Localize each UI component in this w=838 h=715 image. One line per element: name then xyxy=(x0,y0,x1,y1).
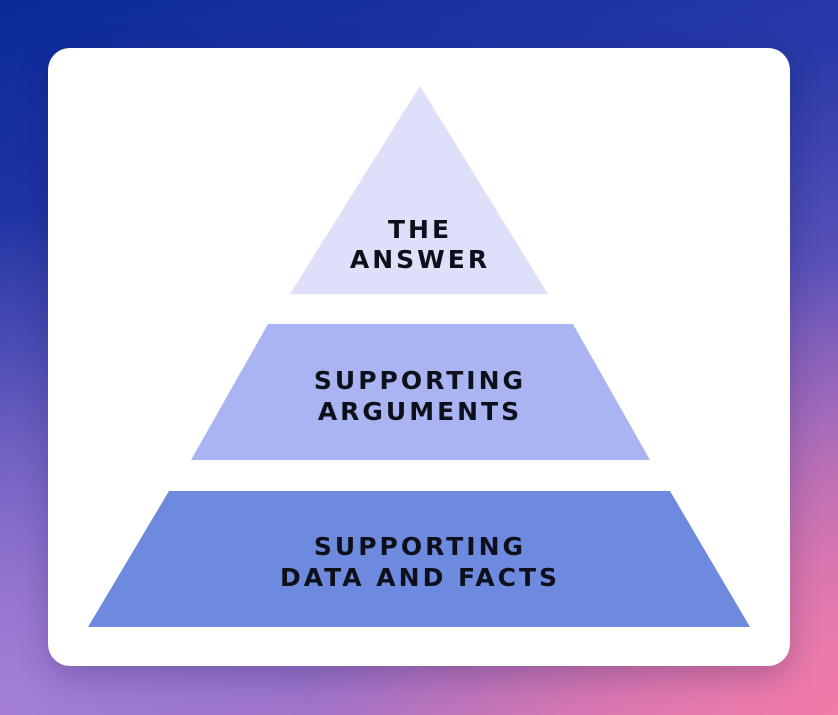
tier-middle-shape xyxy=(191,324,650,460)
tier-top-shape xyxy=(290,86,548,294)
tier-top-label-line2: ANSWER xyxy=(350,245,490,274)
tier-middle-label-line2: ARGUMENTS xyxy=(318,397,522,426)
tier-middle: SUPPORTING ARGUMENTS xyxy=(191,324,650,460)
tier-bottom: SUPPORTING DATA AND FACTS xyxy=(88,491,750,627)
tier-top: THE ANSWER xyxy=(290,86,548,294)
tier-middle-label-line1: SUPPORTING xyxy=(314,366,526,395)
tier-top-label-line1: THE xyxy=(388,215,452,244)
pyramid-diagram: THE ANSWER SUPPORTING ARGUMENTS SUPPORTI… xyxy=(88,86,750,627)
tier-bottom-label-line1: SUPPORTING xyxy=(314,532,526,561)
pyramid-card: THE ANSWER SUPPORTING ARGUMENTS SUPPORTI… xyxy=(48,48,790,666)
tier-bottom-label-line2: DATA AND FACTS xyxy=(280,563,560,592)
tier-bottom-shape xyxy=(88,491,750,627)
